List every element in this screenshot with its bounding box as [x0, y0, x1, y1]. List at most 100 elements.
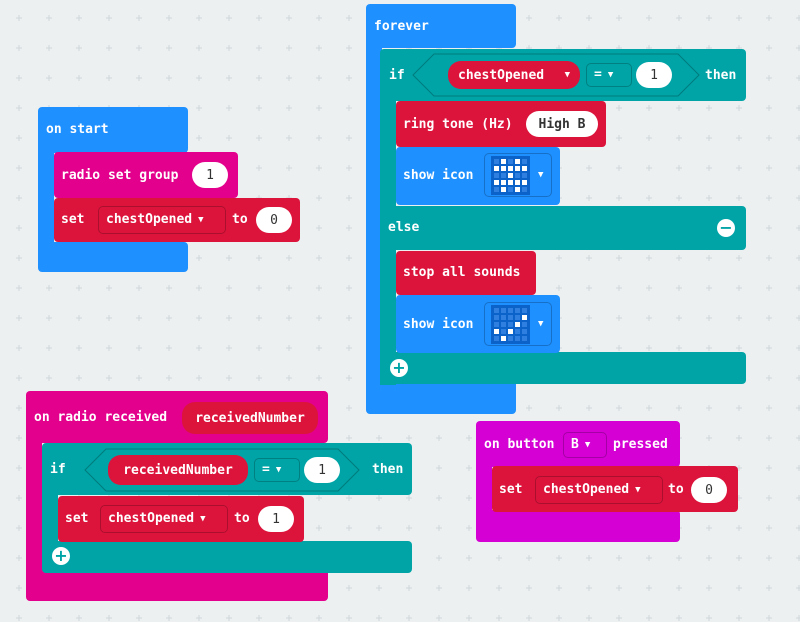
led-on	[515, 321, 520, 327]
led-on	[508, 165, 513, 171]
to-label: to	[668, 482, 684, 497]
if-label: if	[50, 462, 66, 477]
led-on	[515, 165, 520, 171]
led-on	[501, 158, 506, 164]
led-on	[494, 179, 499, 185]
on-button-label: on button	[484, 437, 555, 452]
operator-symbol: =	[262, 462, 270, 477]
variable-name: receivedNumber	[123, 462, 233, 478]
chevron-down-icon: ▼	[607, 70, 614, 80]
chevron-down-icon: ▼	[635, 485, 641, 495]
led-on	[515, 186, 520, 192]
radio-set-group-label: radio set group	[61, 168, 179, 183]
led-off	[515, 335, 520, 341]
led-on	[522, 165, 527, 171]
show-icon-label: show icon	[403, 317, 474, 332]
led-off	[515, 307, 520, 313]
button-name: B	[571, 437, 579, 452]
else-label: else	[388, 220, 420, 235]
led-on	[501, 335, 506, 341]
led-off	[508, 186, 513, 192]
led-off	[515, 314, 520, 320]
led-on	[515, 179, 520, 185]
operator-symbol: =	[594, 67, 602, 82]
value-input[interactable]: 1	[258, 506, 294, 532]
variable-dropdown-chestopened[interactable]: chestOpened ▼	[98, 206, 226, 234]
chevron-down-icon: ▼	[538, 170, 544, 180]
led-off	[494, 186, 499, 192]
variable-dropdown-chestopened[interactable]: chestOpened ▼	[448, 61, 580, 89]
chevron-down-icon: ▼	[200, 514, 206, 524]
led-on	[501, 186, 506, 192]
number-input[interactable]: 1	[304, 457, 340, 483]
icon-dropdown[interactable]: ▼	[484, 302, 552, 346]
chevron-down-icon: ▼	[584, 440, 591, 450]
checkmark-pattern-icon	[491, 304, 530, 344]
on-radio-received-label: on radio received	[34, 410, 168, 425]
variable-name: chestOpened	[458, 67, 545, 83]
if-label: if	[389, 68, 405, 83]
value-input[interactable]: 0	[256, 207, 292, 233]
led-off	[522, 307, 527, 313]
group-number-input[interactable]: 1	[192, 162, 228, 188]
led-off	[508, 321, 513, 327]
variable-dropdown-chestopened[interactable]: chestOpened ▼	[100, 505, 228, 533]
led-off	[494, 307, 499, 313]
pressed-label: pressed	[613, 437, 668, 452]
remove-else-icon[interactable]: −	[717, 219, 735, 237]
led-off	[494, 314, 499, 320]
led-on	[508, 328, 513, 334]
set-label: set	[65, 511, 89, 526]
led-on	[508, 179, 513, 185]
led-on	[501, 165, 506, 171]
to-label: to	[232, 212, 248, 227]
led-on	[494, 328, 499, 334]
led-off	[508, 335, 513, 341]
led-off	[515, 328, 520, 334]
led-off	[494, 172, 499, 178]
add-branch-icon[interactable]: +	[390, 359, 408, 377]
led-off	[508, 307, 513, 313]
led-off	[522, 321, 527, 327]
led-off	[522, 328, 527, 334]
to-label: to	[234, 511, 250, 526]
led-on	[515, 158, 520, 164]
led-on	[494, 165, 499, 171]
stop-sounds-label: stop all sounds	[403, 265, 521, 280]
variable-dropdown-chestopened[interactable]: chestOpened ▼	[535, 476, 663, 504]
on-start-label: on start	[46, 122, 109, 137]
chevron-down-icon: ▼	[275, 465, 282, 475]
variable-name: chestOpened	[108, 511, 195, 526]
operator-dropdown[interactable]: = ▼	[586, 63, 632, 87]
chevron-down-icon: ▼	[198, 215, 204, 225]
number-input[interactable]: 1	[636, 62, 672, 88]
received-number-variable[interactable]: receivedNumber	[108, 455, 248, 485]
value-input[interactable]: 0	[691, 477, 727, 503]
led-off	[494, 158, 499, 164]
led-off	[522, 158, 527, 164]
led-off	[522, 172, 527, 178]
note-picker[interactable]: High B	[526, 111, 598, 137]
led-off	[494, 335, 499, 341]
button-dropdown[interactable]: B ▼	[563, 432, 607, 458]
led-off	[501, 307, 506, 313]
variable-name: chestOpened	[106, 212, 193, 227]
received-number-param[interactable]: receivedNumber	[182, 402, 318, 434]
led-on	[522, 179, 527, 185]
then-label: then	[372, 462, 404, 477]
led-off	[508, 158, 513, 164]
then-label: then	[705, 68, 737, 83]
add-branch-icon[interactable]: +	[52, 547, 70, 565]
variable-name: chestOpened	[543, 482, 630, 497]
forever-label: forever	[374, 19, 429, 34]
show-icon-label: show icon	[403, 168, 474, 183]
led-on	[522, 314, 527, 320]
icon-dropdown[interactable]: ▼	[484, 153, 552, 197]
set-label: set	[499, 482, 523, 497]
led-off	[515, 172, 520, 178]
set-label: set	[61, 212, 85, 227]
led-off	[501, 321, 506, 327]
chevron-down-icon: ▼	[538, 319, 544, 329]
operator-dropdown[interactable]: = ▼	[254, 458, 300, 482]
